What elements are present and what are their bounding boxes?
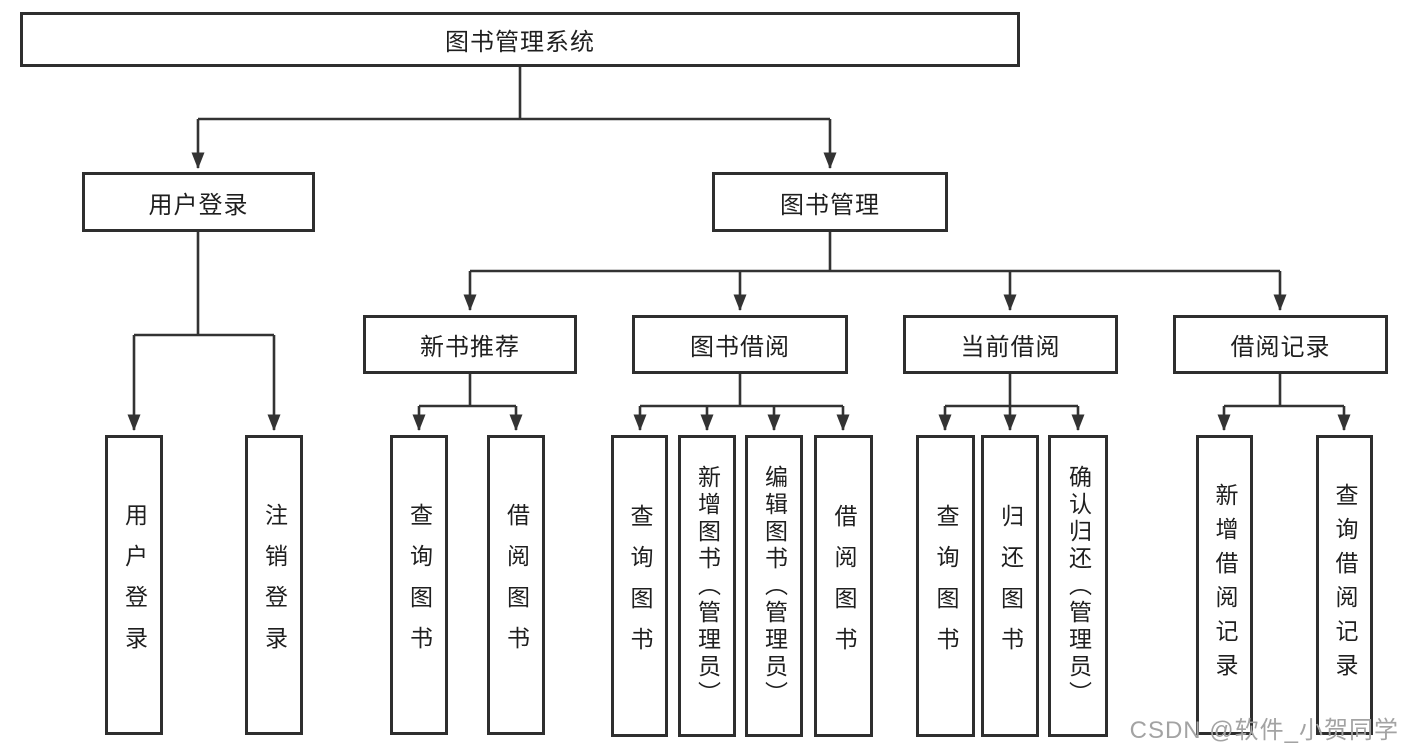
leaf-label: 新增图书（管理员） xyxy=(694,464,721,708)
leaf-query-books-2: 查询图书 xyxy=(611,435,668,737)
edges-records-to-leaves xyxy=(1217,374,1351,431)
leaf-query-borrow-record: 查询借阅记录 xyxy=(1316,435,1373,735)
leaf-label: 编辑图书（管理员） xyxy=(761,464,788,708)
leaf-borrow-books-2: 借阅图书 xyxy=(814,435,873,737)
leaf-add-borrow-record: 新增借阅记录 xyxy=(1196,435,1253,735)
leaf-query-books-1: 查询图书 xyxy=(390,435,448,735)
leaf-borrow-books-1: 借阅图书 xyxy=(487,435,545,735)
node-borrowing-records: 借阅记录 xyxy=(1173,315,1388,374)
leaf-label: 借阅图书 xyxy=(503,503,530,667)
leaf-label: 查询图书 xyxy=(933,504,959,668)
node-label: 用户登录 xyxy=(148,191,249,219)
leaf-label: 确认归还（管理员） xyxy=(1065,464,1092,708)
leaf-logout: 注销登录 xyxy=(245,435,303,735)
leaf-label: 注销登录 xyxy=(261,503,288,667)
node-label: 图书管理 xyxy=(780,191,880,219)
leaf-label: 查询借阅记录 xyxy=(1332,483,1358,687)
edges-root-to-level2 xyxy=(191,67,837,169)
node-label: 图书管理系统 xyxy=(445,29,595,56)
edges-new-book-to-leaves xyxy=(412,374,523,431)
node-user-login: 用户登录 xyxy=(82,172,315,232)
node-book-management-system: 图书管理系统 xyxy=(20,12,1020,67)
watermark: CSDN @软件_小贺同学 xyxy=(1129,717,1399,744)
leaf-label: 查询图书 xyxy=(627,504,653,668)
node-current-borrowing: 当前借阅 xyxy=(903,315,1118,374)
node-book-borrowing: 图书借阅 xyxy=(632,315,848,374)
node-label: 借阅记录 xyxy=(1230,334,1331,361)
node-book-management: 图书管理 xyxy=(712,172,948,232)
leaf-return-books: 归还图书 xyxy=(981,435,1039,737)
leaf-label: 新增借阅记录 xyxy=(1212,483,1238,687)
node-label: 新书推荐 xyxy=(420,334,520,361)
leaf-label: 借阅图书 xyxy=(831,504,857,668)
edges-user-login-to-leaves xyxy=(127,232,281,431)
edges-book-mgmt-to-level3 xyxy=(463,232,1287,311)
edges-current-borrow-to-leaves xyxy=(938,374,1085,431)
node-label: 当前借阅 xyxy=(960,334,1061,361)
edges-book-borrow-to-leaves xyxy=(633,374,850,431)
leaf-label: 查询图书 xyxy=(406,503,433,667)
leaf-add-books-admin: 新增图书（管理员） xyxy=(678,435,736,737)
node-new-book-recommend: 新书推荐 xyxy=(363,315,577,374)
leaf-confirm-return-admin: 确认归还（管理员） xyxy=(1048,435,1108,737)
leaf-label: 用户登录 xyxy=(121,503,148,667)
leaf-user-login: 用户登录 xyxy=(105,435,163,735)
leaf-label: 归还图书 xyxy=(997,504,1024,668)
leaf-edit-books-admin: 编辑图书（管理员） xyxy=(745,435,803,737)
node-label: 图书借阅 xyxy=(690,334,790,361)
leaf-query-books-3: 查询图书 xyxy=(916,435,975,737)
